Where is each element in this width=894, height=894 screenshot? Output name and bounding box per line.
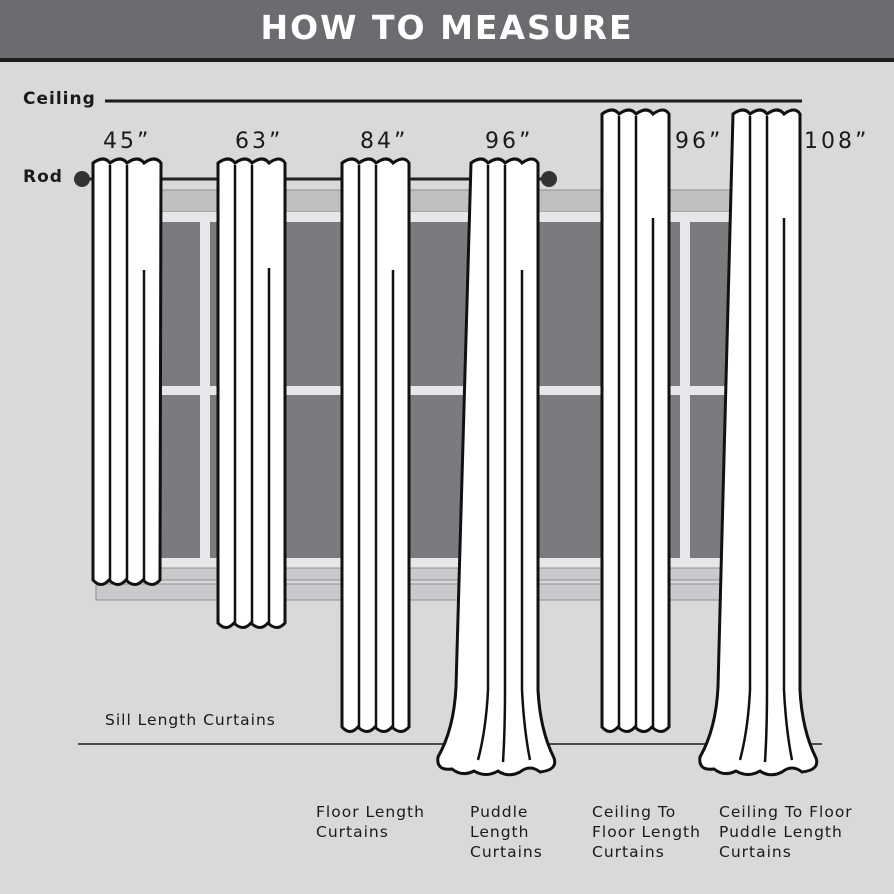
curtain-108-puddle — [698, 108, 819, 777]
curtain-96-ceiling — [600, 108, 671, 733]
rod-label: Rod — [23, 167, 63, 187]
ceiling-label: Ceiling — [23, 89, 96, 109]
length-label-84: 84” — [360, 129, 409, 154]
length-label-96-puddle: 96” — [485, 129, 534, 154]
curtain-84 — [340, 157, 411, 733]
length-label-108: 108” — [804, 129, 870, 154]
page-title: HOW TO MEASURE — [260, 8, 634, 47]
sill-length-caption: Sill Length Curtains — [105, 711, 276, 729]
curtain-63 — [216, 157, 287, 629]
length-label-63: 63” — [235, 129, 284, 154]
curtain-96-puddle — [436, 157, 557, 777]
length-label-45: 45” — [103, 129, 152, 154]
title-underline — [0, 58, 894, 62]
curtain-45 — [91, 157, 163, 586]
title-bar — [0, 0, 894, 58]
length-label-96-ceiling: 96” — [675, 129, 724, 154]
